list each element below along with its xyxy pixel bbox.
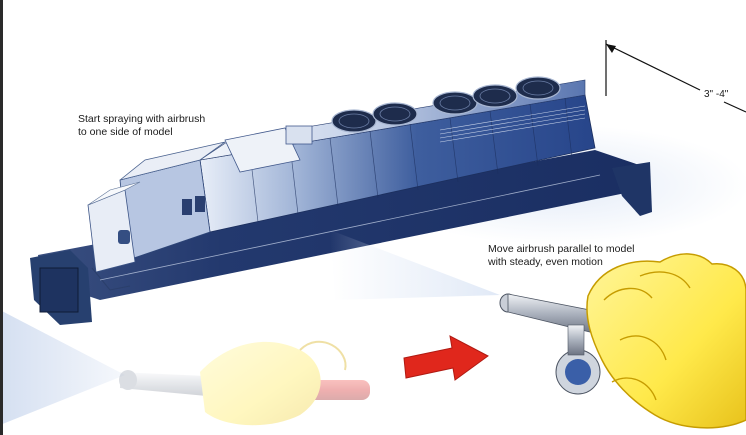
spray-cone-left [0,310,125,425]
airbrush-ghost [119,340,370,426]
distance-label: 3" -4" [704,89,729,100]
distance-indicator [605,40,746,113]
locomotive-model [30,76,652,325]
arrow-right-icon [403,335,489,381]
spray-cone-right [330,230,500,300]
start-spraying-label: Start spraying with airbrush to one side… [78,113,206,138]
move-parallel-label: Move airbrush parallel to model with ste… [488,243,635,268]
gloved-hand-icon [586,253,746,429]
radiator-fans [331,76,561,133]
left-border-rule [0,0,3,435]
